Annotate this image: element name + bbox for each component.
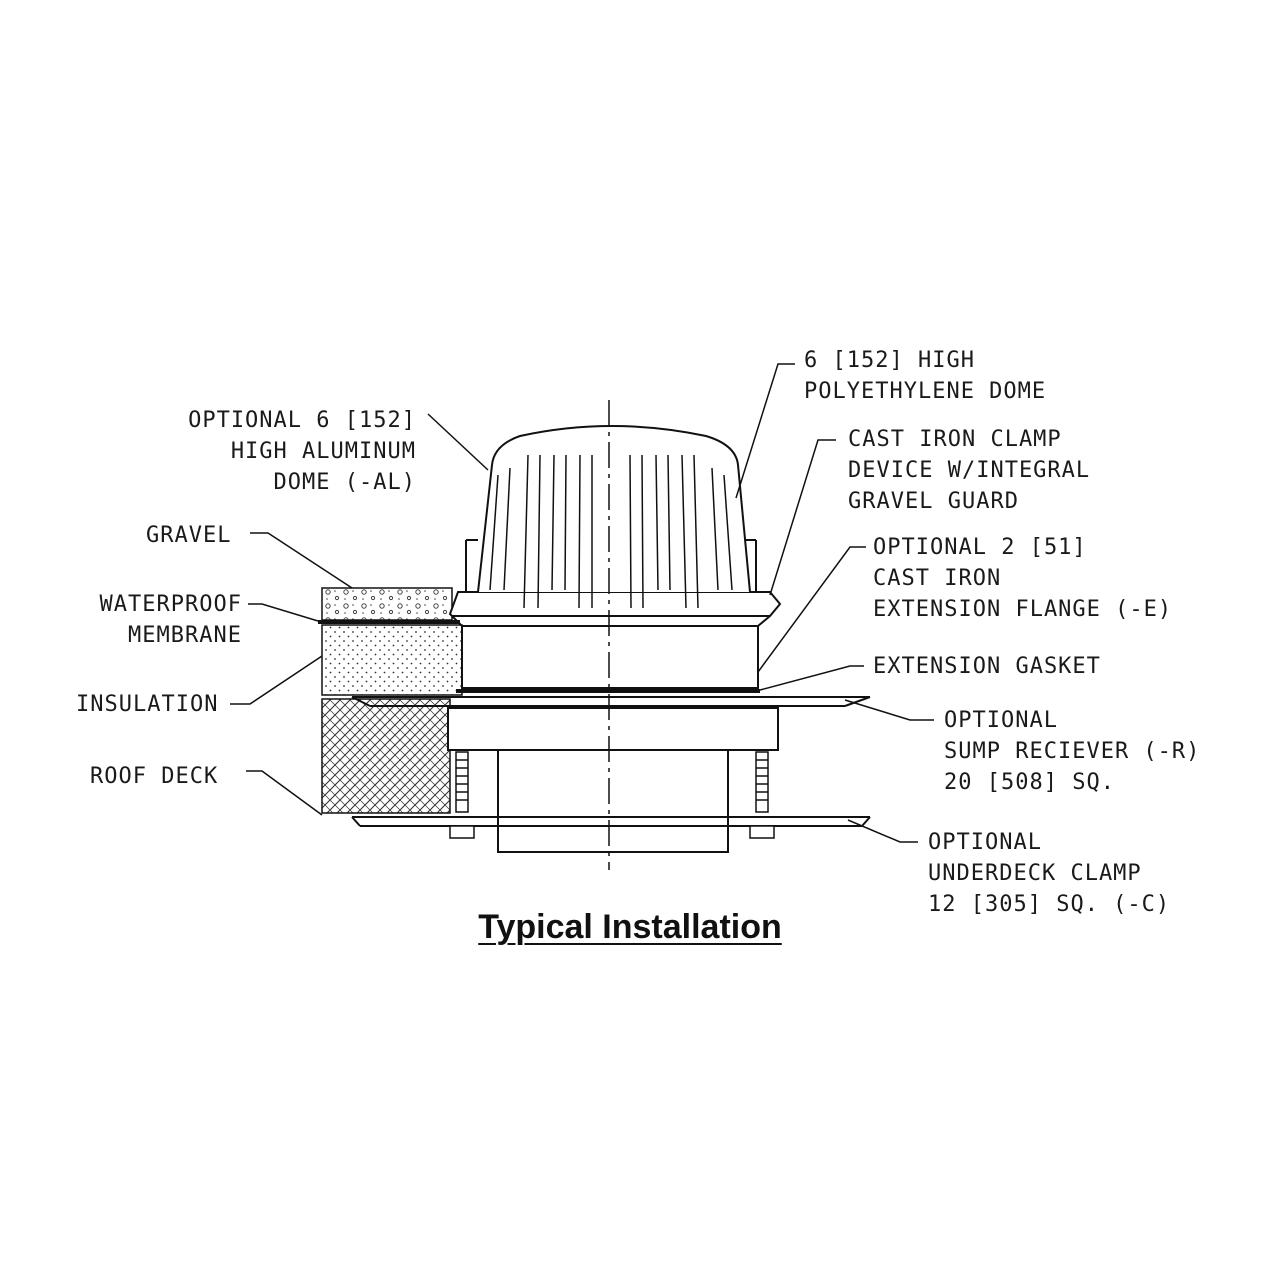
label-extension-gasket: EXTENSION GASKET xyxy=(873,654,1101,679)
dome-outline xyxy=(477,425,751,593)
label-gravel: GRAVEL xyxy=(146,523,232,548)
leader-gravel xyxy=(250,532,353,589)
clamp-ring xyxy=(448,591,782,617)
leader-insulation xyxy=(230,655,323,705)
gravel-layer xyxy=(321,587,453,621)
diagram-title: Typical Installation xyxy=(478,908,782,946)
drain-body-top xyxy=(447,707,779,751)
leader-alum-dome xyxy=(427,413,489,471)
leader-lines xyxy=(230,363,934,843)
insulation-layer xyxy=(321,624,463,696)
leader-underdeck xyxy=(847,819,918,843)
clamp-bolt-right xyxy=(749,751,775,839)
leader-clamp xyxy=(769,439,836,596)
leader-poly-dome xyxy=(735,363,795,499)
roof-layers xyxy=(318,587,463,814)
drain-body xyxy=(351,400,871,870)
dome-ribs xyxy=(489,454,733,609)
leader-ext-flange xyxy=(757,546,866,673)
drain-outlet xyxy=(497,749,729,853)
leader-gasket xyxy=(759,665,864,691)
label-roof-deck: ROOF DECK xyxy=(90,764,219,789)
extension-flange xyxy=(461,626,759,689)
gravel-guard-collar xyxy=(465,539,757,592)
leader-sump xyxy=(844,699,934,721)
leader-membrane xyxy=(248,603,319,622)
roof-deck-layer xyxy=(321,698,451,814)
leader-roof-deck xyxy=(246,770,323,816)
label-insulation: INSULATION xyxy=(76,692,219,717)
clamp-bolt-left xyxy=(449,751,475,839)
